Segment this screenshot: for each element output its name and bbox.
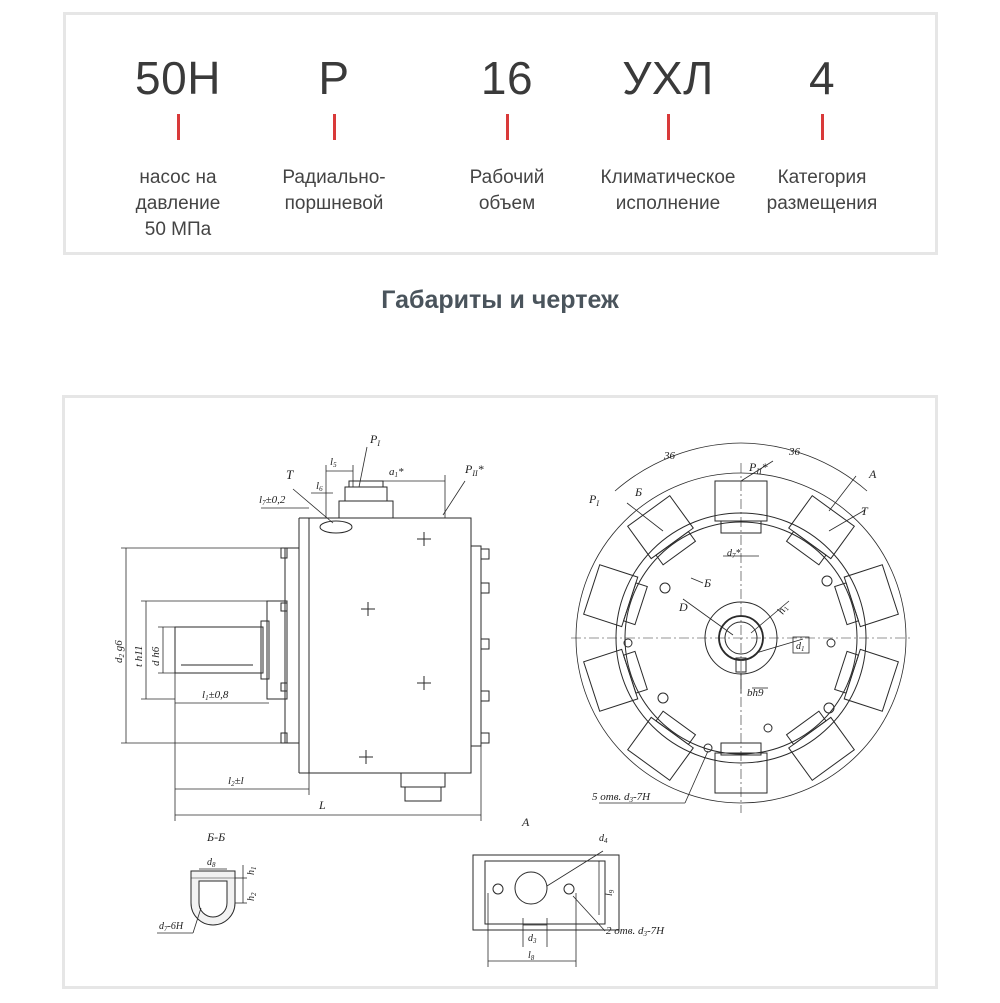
label-b-front: Б <box>634 485 642 499</box>
radial-cylinders <box>583 480 899 794</box>
label-d7-bb: d7-6H <box>159 921 184 933</box>
label-b2-front: Б <box>703 576 711 590</box>
label-dim-36-left: 36 <box>663 450 676 462</box>
label-d7-front: d7* <box>727 548 741 560</box>
pump-drawing: PI l5 l6 T a1* PII* l7±0,2 d2 g6 t h11 d… <box>113 432 911 967</box>
label-a1: a1* <box>389 466 404 479</box>
label-pii: PII* <box>464 462 484 478</box>
label-bh9: bh9 <box>747 687 764 699</box>
designation-code: 50Н <box>135 52 221 104</box>
label-d8: d8 <box>207 857 216 869</box>
label-l6: l6 <box>316 480 323 493</box>
label-h1-bb: h1 <box>246 867 258 876</box>
label-d4: d4 <box>599 833 608 845</box>
label-l2: l2±l <box>228 775 244 788</box>
designation-panel: 50Н насос на давление 50 МПа Р Радиально… <box>63 12 938 255</box>
pump-body <box>308 517 472 774</box>
label-d-h6: d h6 <box>150 646 162 666</box>
port-p1 <box>344 486 388 502</box>
label-l5: l5 <box>330 456 337 469</box>
label-holes-a: 2 отв. d3-7H <box>606 925 665 938</box>
designation-code: УХЛ <box>622 52 714 104</box>
label-a-front: A <box>868 467 877 481</box>
designation-tick <box>505 114 509 140</box>
designation-tick <box>176 114 180 140</box>
designation-tick <box>820 114 824 140</box>
side-view: PI l5 l6 T a1* PII* l7±0,2 d2 g6 t h11 d… <box>113 432 490 821</box>
label-D: D <box>678 600 688 614</box>
label-t: T <box>286 467 294 482</box>
shaft-collar <box>266 600 288 700</box>
label-p1: PI <box>369 432 380 448</box>
port-bore <box>514 871 548 905</box>
section-title: Габариты и чертеж <box>381 286 619 314</box>
rear-cover <box>470 545 482 747</box>
label-l: L <box>318 798 326 812</box>
label-d1-front: d1 <box>796 641 805 653</box>
label-t-front: T <box>861 504 869 518</box>
label-holes-front: 5 отв. d3-7H <box>592 791 651 804</box>
bolt-holes <box>623 575 836 753</box>
label-t-h11: t h11 <box>133 646 145 668</box>
front-view: 36 36 PII* A PI Б T d7* Б D h1 d1 bh9 5 … <box>571 442 911 813</box>
label-l8: l8 <box>528 950 535 962</box>
designation-tick <box>666 114 670 140</box>
label-d3: d3 <box>528 933 537 945</box>
designation-caption: Категория размещения <box>766 167 878 214</box>
section-bb: Б-Б d8 h1 h2 d7-6H <box>157 830 258 934</box>
designation-caption: Радиально- поршневой <box>282 167 386 214</box>
drive-shaft <box>174 626 264 674</box>
designation-code: 4 <box>808 52 836 104</box>
port-flange-a <box>472 854 620 931</box>
label-h2-bb: h2 <box>246 892 258 901</box>
label-d2: d2 g6 <box>113 640 126 663</box>
bottom-port <box>400 772 446 788</box>
designation-code: 16 <box>480 52 534 104</box>
label-l9: l9 <box>604 889 616 896</box>
designation-caption: Рабочий объем <box>469 167 545 214</box>
label-dim-36-right: 36 <box>788 446 801 458</box>
label-h1-front: h1 <box>775 603 791 617</box>
label-l7: l7±0,2 <box>259 494 286 507</box>
label-pii-front: PII* <box>748 460 768 476</box>
label-section-bb: Б-Б <box>206 830 225 844</box>
drain-port-t <box>319 520 353 534</box>
label-view-a: A <box>521 815 530 829</box>
label-p1-front: PI <box>588 492 599 508</box>
drawing-frame: PI l5 l6 T a1* PII* l7±0,2 d2 g6 t h11 d… <box>62 395 938 989</box>
label-l1: l1±0,8 <box>202 689 229 702</box>
cylinder <box>714 752 768 794</box>
view-a: A d4 l9 d3 l8 2 отв. d3-7H <box>472 815 665 967</box>
designation-caption: Климатическое исполнение <box>600 167 736 214</box>
designation-caption: насос на давление 50 МПа <box>135 167 221 240</box>
designation-tick <box>332 114 336 140</box>
designation-code: Р <box>318 52 350 104</box>
